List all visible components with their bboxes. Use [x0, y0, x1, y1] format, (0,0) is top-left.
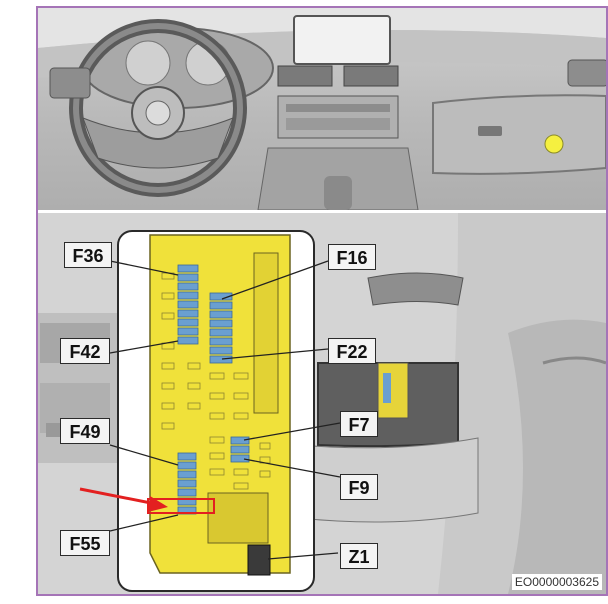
- label-f36: F36: [64, 242, 112, 268]
- glovebox-location-marker: [544, 134, 564, 154]
- label-f22: F22: [328, 338, 376, 364]
- relay-z1: [247, 544, 271, 576]
- reference-code: EO0000003625: [511, 574, 602, 590]
- red-arrow-icon: [79, 487, 168, 512]
- highlight-box-f55: [147, 498, 215, 514]
- label-f9: F9: [340, 474, 378, 500]
- label-f7: F7: [340, 411, 378, 437]
- glovebox-illustration: [38, 213, 606, 594]
- label-z1: Z1: [340, 543, 378, 569]
- label-f55: F55: [60, 530, 110, 556]
- dashboard-illustration: [38, 8, 606, 210]
- dashboard-overview-image: [38, 8, 606, 213]
- fuse-box-location-image: [38, 213, 606, 594]
- label-f16: F16: [328, 244, 376, 270]
- diagram-frame: F36 F42 F49 F55 F16 F22 F7 F9 Z1 EO00000…: [36, 6, 608, 596]
- label-f42: F42: [60, 338, 110, 364]
- label-f49: F49: [60, 418, 110, 444]
